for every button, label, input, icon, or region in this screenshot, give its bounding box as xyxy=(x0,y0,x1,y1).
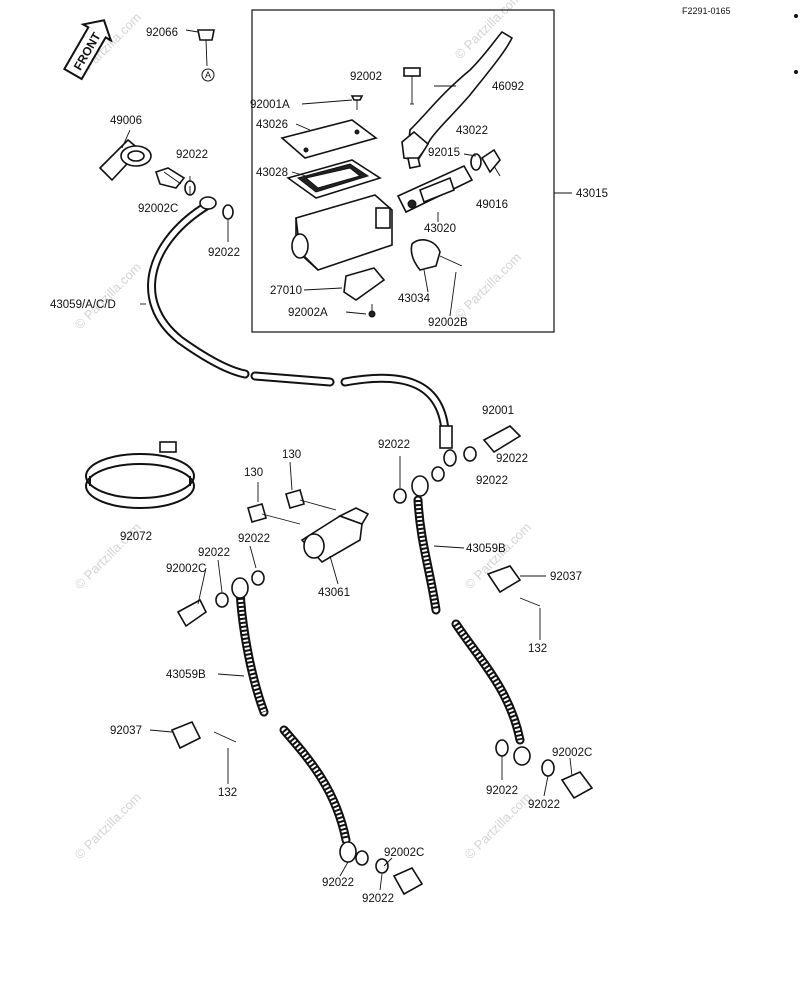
label-92002a: 92002A xyxy=(288,307,328,319)
watermark: © Partzilla.com xyxy=(72,260,145,333)
label-92072: 92072 xyxy=(120,531,152,543)
label-130: 130 xyxy=(282,449,301,461)
label-92002: 92002 xyxy=(350,71,382,83)
hose-clamp-92072 xyxy=(85,441,195,509)
label-92022: 92022 xyxy=(322,877,354,889)
bolt-92002c-bottom xyxy=(392,866,424,896)
clamp-43034 xyxy=(410,239,441,271)
label-43026: 43026 xyxy=(256,119,288,131)
label-43059b: 43059B xyxy=(166,669,206,681)
watermark: © Partzilla.com xyxy=(452,250,525,323)
banjo-bolt-92001 xyxy=(482,425,522,454)
switch-27010 xyxy=(343,267,386,301)
piston-kit-43020 xyxy=(396,164,474,214)
bolt-92002c-right xyxy=(560,771,594,800)
label-46092: 46092 xyxy=(492,81,524,93)
label-92001a: 92001A xyxy=(250,99,290,111)
label-43022: 43022 xyxy=(456,125,488,137)
washer-43022 xyxy=(470,153,482,171)
label-92002c: 92002C xyxy=(138,203,178,215)
cap-92066 xyxy=(197,29,215,41)
label-92037: 92037 xyxy=(110,725,142,737)
label-49006: 49006 xyxy=(110,115,142,127)
label-27010: 27010 xyxy=(270,285,302,297)
cover-43026 xyxy=(280,119,378,159)
label-43020: 43020 xyxy=(424,223,456,235)
label-43059b: 43059B xyxy=(466,543,506,555)
label-92002c: 92002C xyxy=(384,847,424,859)
boot-49016 xyxy=(480,148,501,174)
hose-end-fitting xyxy=(199,196,217,210)
ref-marker-a xyxy=(201,68,215,82)
label-92002b: 92002B xyxy=(428,317,468,329)
label-43059acd: 43059/A/C/D xyxy=(50,299,116,311)
label-92002c: 92002C xyxy=(552,747,592,759)
master-cylinder-group-box xyxy=(251,9,555,333)
label-92022: 92022 xyxy=(362,893,394,905)
hose-43059-upper xyxy=(147,200,250,379)
three-way-joint-43061 xyxy=(300,507,370,564)
watermark: © Partzilla.com xyxy=(72,790,145,863)
diagram-code: F2291-0165 xyxy=(682,6,731,16)
label-92022: 92022 xyxy=(238,533,270,545)
label-92002c: 92002C xyxy=(166,563,206,575)
leader-lines xyxy=(140,85,573,891)
label-43034: 43034 xyxy=(398,293,431,305)
label-92022: 92022 xyxy=(476,475,508,487)
label-92022: 92022 xyxy=(528,799,560,811)
label-43028: 43028 xyxy=(256,167,288,179)
bolt-92002c-upper xyxy=(154,167,196,196)
label-92022: 92022 xyxy=(176,149,208,161)
label-92022: 92022 xyxy=(496,453,528,465)
label-132: 132 xyxy=(218,787,237,799)
label-92015: 92015 xyxy=(428,147,460,159)
label-92001: 92001 xyxy=(482,405,514,417)
reservoir-49006 xyxy=(98,129,152,182)
label-92022: 92022 xyxy=(208,247,240,259)
label-92022: 92022 xyxy=(486,785,518,797)
label-132: 132 xyxy=(528,643,547,655)
bolt-130-right xyxy=(285,489,305,509)
master-cylinder-body xyxy=(291,194,393,271)
watermark: © Partzilla.com xyxy=(462,790,535,863)
label-92022: 92022 xyxy=(198,547,230,559)
part-labels: 92066 92002 46092 92001A 43026 43022 920… xyxy=(50,27,608,905)
lever-46092 xyxy=(407,30,514,153)
label-43061: 43061 xyxy=(318,587,350,599)
bolt-130-left xyxy=(247,503,267,523)
label-49016: 49016 xyxy=(476,199,508,211)
label-92066: 92066 xyxy=(146,27,178,39)
clamp-92037-right xyxy=(486,565,522,594)
clamp-92037-left xyxy=(170,720,202,750)
label-130: 130 xyxy=(244,467,263,479)
svg-text:A: A xyxy=(205,70,211,80)
label-92037: 92037 xyxy=(550,571,582,583)
label-92022: 92022 xyxy=(378,439,410,451)
label-43015: 43015 xyxy=(576,188,608,200)
bolt-92002c-left xyxy=(176,598,208,628)
